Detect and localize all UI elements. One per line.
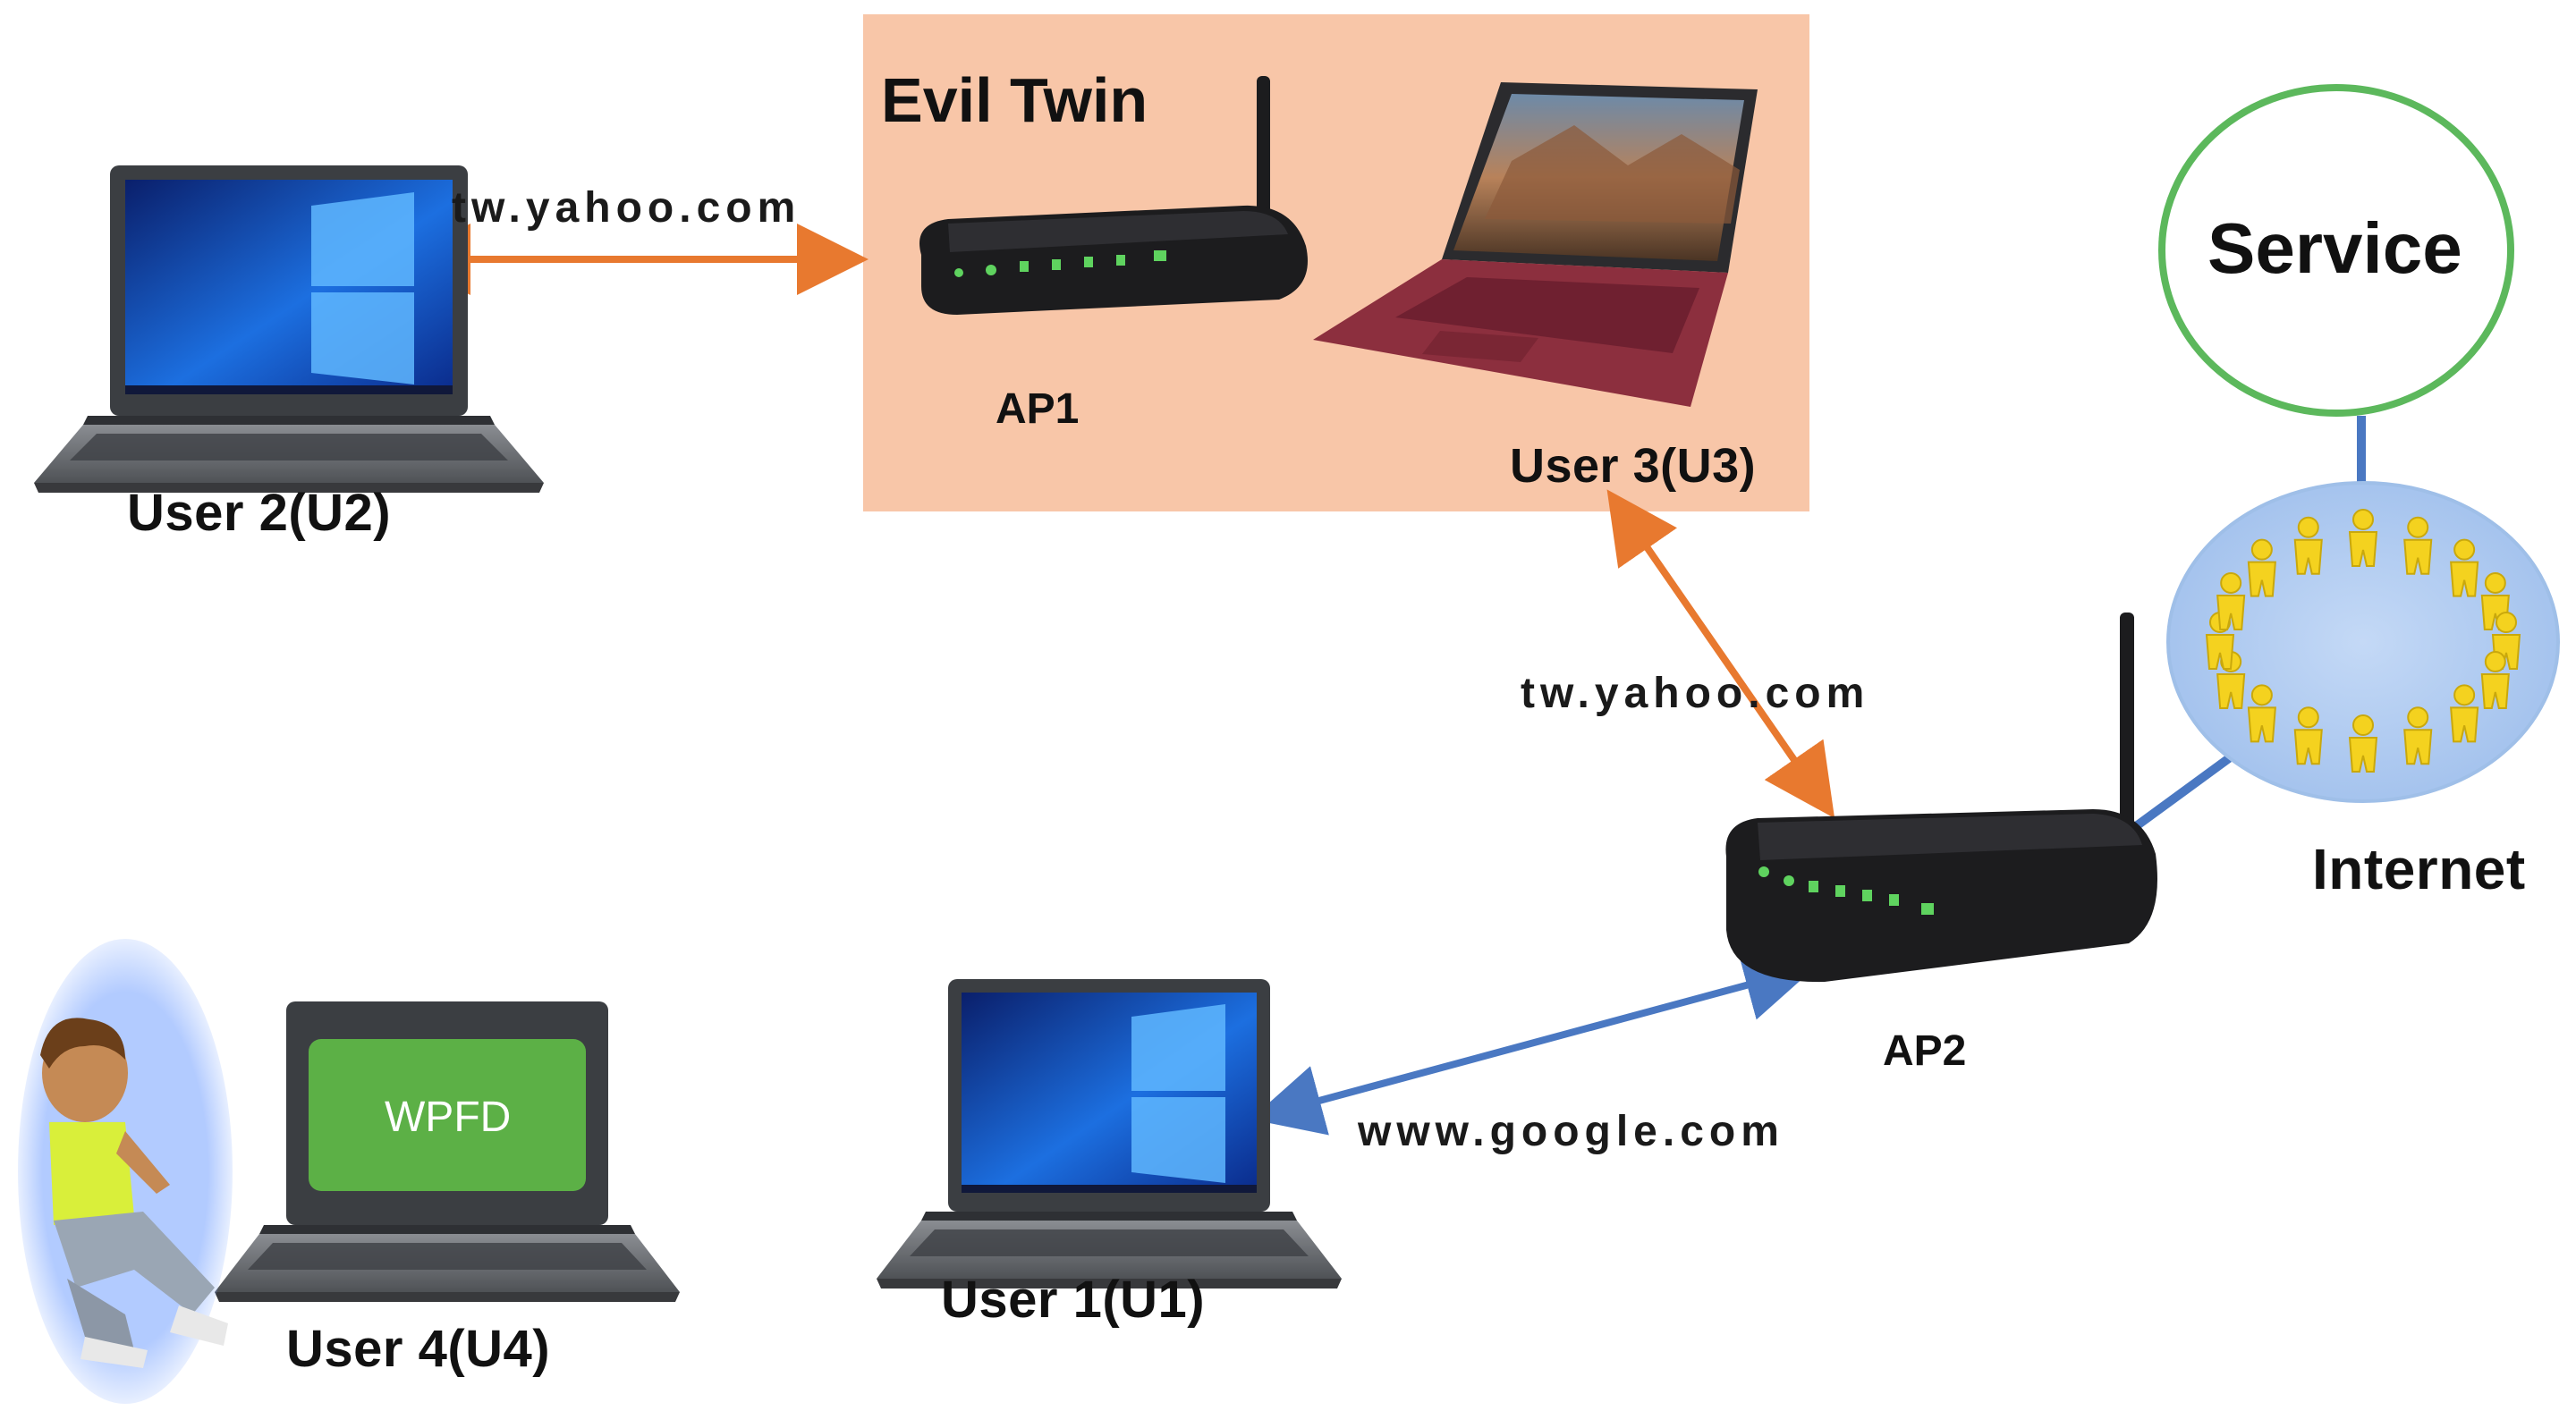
laptop-icon bbox=[1313, 82, 1758, 407]
crowd-person bbox=[2450, 538, 2479, 597]
url-u1-ap2: www.google.com bbox=[1358, 1108, 1784, 1155]
ap2-label: AP2 bbox=[1883, 1027, 1967, 1075]
laptop-icon bbox=[34, 165, 544, 493]
people-crowd-icon bbox=[2166, 481, 2560, 803]
crowd-person bbox=[2247, 538, 2276, 597]
laptop-icon bbox=[215, 1001, 680, 1302]
internet-ap2-link bbox=[2126, 754, 2232, 836]
crowd-person bbox=[2403, 706, 2433, 765]
crowd-person bbox=[2450, 684, 2479, 743]
url-u2-ap1: tw.yahoo.com bbox=[452, 184, 801, 232]
crowd-person bbox=[2216, 571, 2246, 630]
crowd-person bbox=[2247, 684, 2276, 743]
user2-label: User 2(U2) bbox=[127, 484, 392, 542]
url-u3-ap2: tw.yahoo.com bbox=[1521, 670, 1870, 717]
crowd-person bbox=[2293, 516, 2323, 575]
crowd-person bbox=[2293, 706, 2323, 765]
crowd-person bbox=[2348, 509, 2378, 567]
router-icon bbox=[1725, 613, 2157, 983]
user-avatar-icon bbox=[18, 939, 233, 1404]
crowd-person bbox=[2480, 651, 2510, 710]
user1-label: User 1(U1) bbox=[941, 1271, 1206, 1329]
evil-twin-title: Evil Twin bbox=[881, 65, 1148, 135]
router-icon bbox=[919, 76, 1308, 315]
crowd-person bbox=[2403, 516, 2433, 575]
laptop-icon bbox=[877, 979, 1342, 1288]
user3-label: User 3(U3) bbox=[1510, 439, 1757, 493]
service-node bbox=[2158, 84, 2514, 417]
service-label: Service bbox=[2207, 208, 2462, 288]
ap1-label: AP1 bbox=[996, 385, 1080, 433]
wpfd-screen-label: WPFD bbox=[385, 1094, 512, 1141]
link-u3-ap2 bbox=[1606, 489, 1835, 819]
internet-label: Internet bbox=[2312, 837, 2526, 901]
crowd-person bbox=[2348, 714, 2378, 773]
link-u1-ap2 bbox=[1250, 951, 1817, 1136]
user4-label: User 4(U4) bbox=[286, 1320, 551, 1378]
